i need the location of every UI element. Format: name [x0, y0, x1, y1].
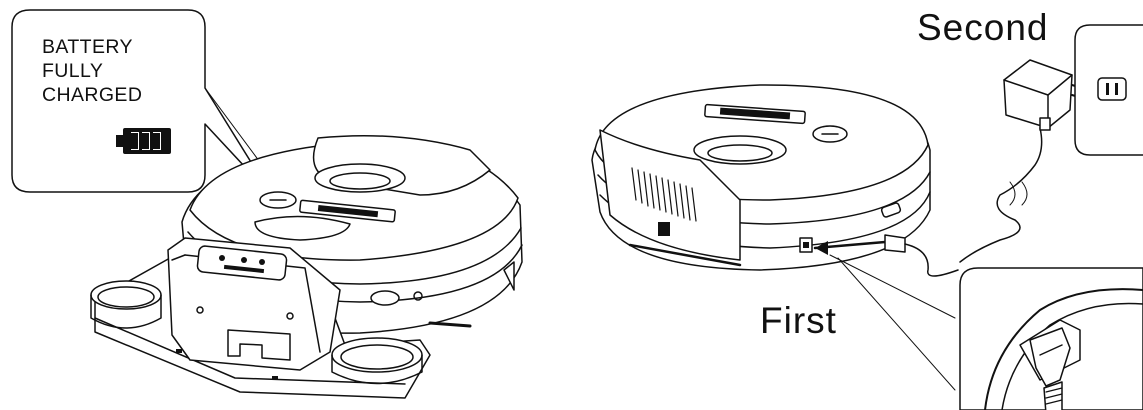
wall-outlet-icon	[1074, 24, 1143, 156]
battery-full-icon	[116, 128, 171, 154]
robot-charging	[591, 84, 931, 271]
battery-status-line-2: FULLY	[42, 60, 104, 82]
cord-wiggle	[1009, 181, 1028, 206]
dc-plug-icon	[813, 234, 959, 277]
battery-status-line-3: CHARGED	[42, 84, 143, 106]
power-cord	[959, 127, 1043, 263]
battery-status-line-1: BATTERY	[42, 36, 133, 58]
battery-status-text: BATTERY FULLY CHARGED	[42, 35, 142, 107]
ac-adapter-icon	[1003, 59, 1083, 131]
plug-detail-callout	[829, 254, 1143, 410]
step-first-label: First	[760, 300, 837, 341]
charging-dock	[90, 237, 431, 399]
step-second-label: Second	[917, 7, 1049, 48]
robot-on-dock	[181, 134, 523, 334]
